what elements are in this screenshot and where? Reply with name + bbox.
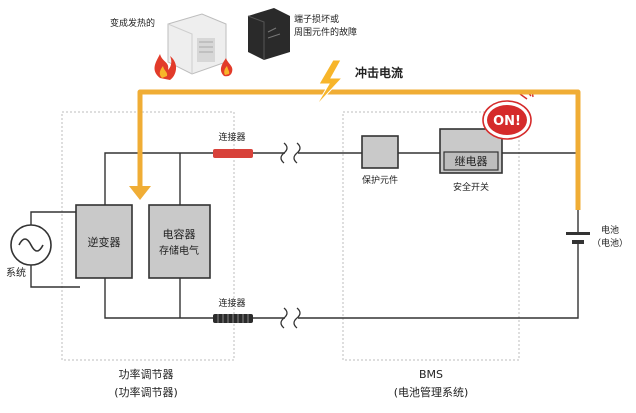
grid-label: 系统 — [6, 266, 26, 279]
overheated-device-illustration — [167, 13, 227, 75]
bms-title: BMS — [419, 368, 443, 381]
battery-symbol — [566, 232, 590, 244]
fire-caption: 变成发热的 — [110, 17, 155, 29]
battery-label: 电池 — [601, 224, 619, 236]
on-badge-label: ON! — [493, 114, 521, 129]
capacitor-label: 电容器 — [163, 227, 196, 241]
grid-source: 系统 — [6, 224, 52, 279]
fire-icon — [154, 54, 233, 80]
damaged-component-illustration — [247, 8, 290, 60]
bottom-connector-label: 连接器 — [218, 297, 245, 309]
surge-arrowhead — [129, 186, 151, 200]
pcs-region — [61, 111, 235, 361]
top-connector-fuse — [213, 149, 253, 158]
top-connector-label: 连接器 — [218, 131, 245, 143]
surge-current-path — [137, 89, 581, 210]
protect-element-box — [361, 135, 399, 169]
capacitor-box — [148, 204, 211, 279]
pcs-title: 功率调节器 — [119, 367, 174, 381]
on-badge: ON! — [482, 89, 534, 140]
lightning-bolt-icon — [315, 59, 344, 107]
protect-element-label: 保护元件 — [362, 174, 398, 186]
relay-label: 继电器 — [455, 155, 488, 168]
bms-subtitle: (电池管理系统) — [394, 385, 469, 399]
sine-wave-icon — [18, 238, 44, 252]
wire-break-marks — [280, 142, 301, 329]
surge-label: 冲击电流 — [355, 65, 403, 80]
damage-caption-2: 周围元件的故障 — [294, 26, 357, 38]
pcs-subtitle: (功率调节器) — [114, 385, 178, 399]
relay-inner — [443, 151, 499, 171]
bottom-connector-ridges — [217, 314, 249, 323]
capacitor-sublabel: 存储电气 — [159, 244, 199, 257]
damage-caption-1: 端子损坏或 — [294, 13, 339, 25]
inverter-box — [75, 204, 133, 279]
relay-sublabel: 安全开关 — [453, 181, 489, 193]
bms-region — [342, 111, 520, 361]
inverter-label: 逆变器 — [88, 235, 121, 249]
battery-sublabel: （电池） — [592, 237, 628, 249]
